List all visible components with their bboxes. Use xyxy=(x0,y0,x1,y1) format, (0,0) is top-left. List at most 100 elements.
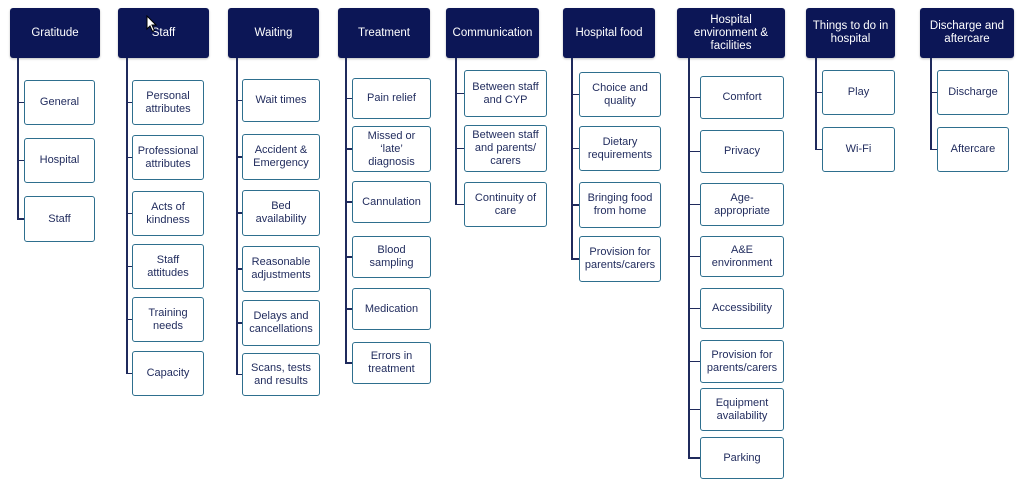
category-header-discharge[interactable]: Discharge and aftercare xyxy=(920,8,1014,58)
subcategory-box[interactable]: Medication xyxy=(352,288,431,330)
connector-branch xyxy=(236,212,242,214)
connector-branch xyxy=(236,156,242,158)
connector-spine-waiting xyxy=(236,58,238,375)
category-header-things_to_do[interactable]: Things to do in hospital xyxy=(806,8,895,58)
connector-branch xyxy=(126,318,132,321)
connector-branch xyxy=(688,457,700,459)
subcategory-box[interactable]: Choice and quality xyxy=(579,72,661,117)
connector-spine-hospital_food xyxy=(571,58,573,259)
subcategory-box[interactable]: Discharge xyxy=(937,70,1009,115)
connector-spine-treatment xyxy=(345,58,347,363)
subcategory-box[interactable]: Comfort xyxy=(700,76,784,119)
subcategory-box[interactable]: Accident & Emergency xyxy=(242,134,320,180)
pointer-cursor-icon xyxy=(146,15,158,33)
subcategory-box[interactable]: Training needs xyxy=(132,297,204,342)
connector-branch xyxy=(345,362,352,364)
connector-branch xyxy=(930,148,937,151)
subcategory-box[interactable]: Between staff and parents/ carers xyxy=(464,125,547,172)
subcategory-box[interactable]: Bringing food from home xyxy=(579,182,661,228)
connector-branch xyxy=(571,147,579,150)
connector-spine-environment xyxy=(688,58,690,458)
subcategory-box[interactable]: A&E environment xyxy=(700,236,784,277)
subcategory-box[interactable]: Continuity of care xyxy=(464,182,547,227)
connector-branch xyxy=(236,99,242,102)
subcategory-box[interactable]: Play xyxy=(822,70,895,115)
connector-branch xyxy=(126,372,132,375)
connector-branch xyxy=(126,101,132,104)
category-header-hospital_food[interactable]: Hospital food xyxy=(563,8,655,58)
subcategory-box[interactable]: Between staff and CYP xyxy=(464,70,547,117)
subcategory-box[interactable]: Professional attributes xyxy=(132,135,204,180)
connector-branch xyxy=(345,97,352,100)
connector-branch xyxy=(17,218,24,220)
subcategory-box[interactable]: Pain relief xyxy=(352,78,431,119)
connector-spine-communication xyxy=(455,58,457,205)
category-header-waiting[interactable]: Waiting xyxy=(228,8,319,58)
subcategory-box[interactable]: Equipment availability xyxy=(700,388,784,431)
subcategory-box[interactable]: Scans, tests and results xyxy=(242,353,320,396)
subcategory-box[interactable]: Missed or ‘late’ diagnosis xyxy=(352,126,431,172)
category-header-environment[interactable]: Hospital environment & facilities xyxy=(677,8,785,58)
connector-branch xyxy=(17,101,24,104)
subcategory-box[interactable]: Privacy xyxy=(700,130,784,173)
subcategory-box[interactable]: Errors in treatment xyxy=(352,342,431,384)
connector-branch xyxy=(126,265,132,268)
connector-branch xyxy=(236,373,242,376)
connector-spine-discharge xyxy=(930,58,932,150)
connector-branch xyxy=(688,360,700,363)
connector-branch xyxy=(571,258,579,260)
connector-branch xyxy=(688,408,700,411)
connector-branch xyxy=(455,147,464,150)
connector-branch xyxy=(571,204,579,206)
subcategory-box[interactable]: Accessibility xyxy=(700,288,784,329)
connector-branch xyxy=(688,255,700,258)
subcategory-box[interactable]: Bed availability xyxy=(242,190,320,236)
subcategory-box[interactable]: Acts of kindness xyxy=(132,191,204,236)
connector-branch xyxy=(571,93,579,96)
connector-branch xyxy=(126,212,132,215)
subcategory-box[interactable]: Delays and cancellations xyxy=(242,300,320,346)
connector-branch xyxy=(815,148,822,151)
connector-branch xyxy=(455,203,464,206)
category-header-treatment[interactable]: Treatment xyxy=(338,8,430,58)
subcategory-box[interactable]: Reasonable adjustments xyxy=(242,246,320,292)
connector-branch xyxy=(236,268,242,270)
connector-branch xyxy=(345,148,352,150)
connector-branch xyxy=(688,150,700,153)
connector-spine-things_to_do xyxy=(815,58,817,150)
connector-branch xyxy=(930,91,937,94)
connector-branch xyxy=(688,203,700,206)
subcategory-box[interactable]: Provision for parents/carers xyxy=(700,340,784,383)
subcategory-box[interactable]: Parking xyxy=(700,437,784,479)
connector-branch xyxy=(345,256,352,258)
subcategory-box[interactable]: Cannulation xyxy=(352,181,431,223)
connector-branch xyxy=(236,322,242,324)
subcategory-box[interactable]: Age- appropriate xyxy=(700,183,784,226)
connector-branch xyxy=(688,96,700,99)
connector-branch xyxy=(17,159,24,162)
connector-branch xyxy=(345,308,352,310)
connector-branch xyxy=(688,307,700,310)
category-header-communication[interactable]: Communication xyxy=(446,8,539,58)
connector-branch xyxy=(455,92,464,95)
connector-spine-staff xyxy=(126,58,128,374)
connector-spine-gratitude xyxy=(17,58,19,219)
category-header-staff[interactable]: Staff xyxy=(118,8,209,58)
subcategory-box[interactable]: Personal attributes xyxy=(132,80,204,125)
subcategory-box[interactable]: Capacity xyxy=(132,351,204,396)
connector-branch xyxy=(815,91,822,94)
subcategory-box[interactable]: Provision for parents/carers xyxy=(579,236,661,282)
subcategory-box[interactable]: General xyxy=(24,80,95,125)
subcategory-box[interactable]: Blood sampling xyxy=(352,236,431,278)
subcategory-box[interactable]: Staff xyxy=(24,196,95,242)
subcategory-box[interactable]: Dietary requirements xyxy=(579,126,661,171)
connector-branch xyxy=(126,156,132,159)
subcategory-box[interactable]: Staff attitudes xyxy=(132,244,204,289)
subcategory-box[interactable]: Wi-Fi xyxy=(822,127,895,172)
category-header-gratitude[interactable]: Gratitude xyxy=(10,8,100,58)
subcategory-box[interactable]: Aftercare xyxy=(937,127,1009,172)
subcategory-box[interactable]: Hospital xyxy=(24,138,95,183)
subcategory-box[interactable]: Wait times xyxy=(242,79,320,122)
connector-branch xyxy=(345,201,352,203)
